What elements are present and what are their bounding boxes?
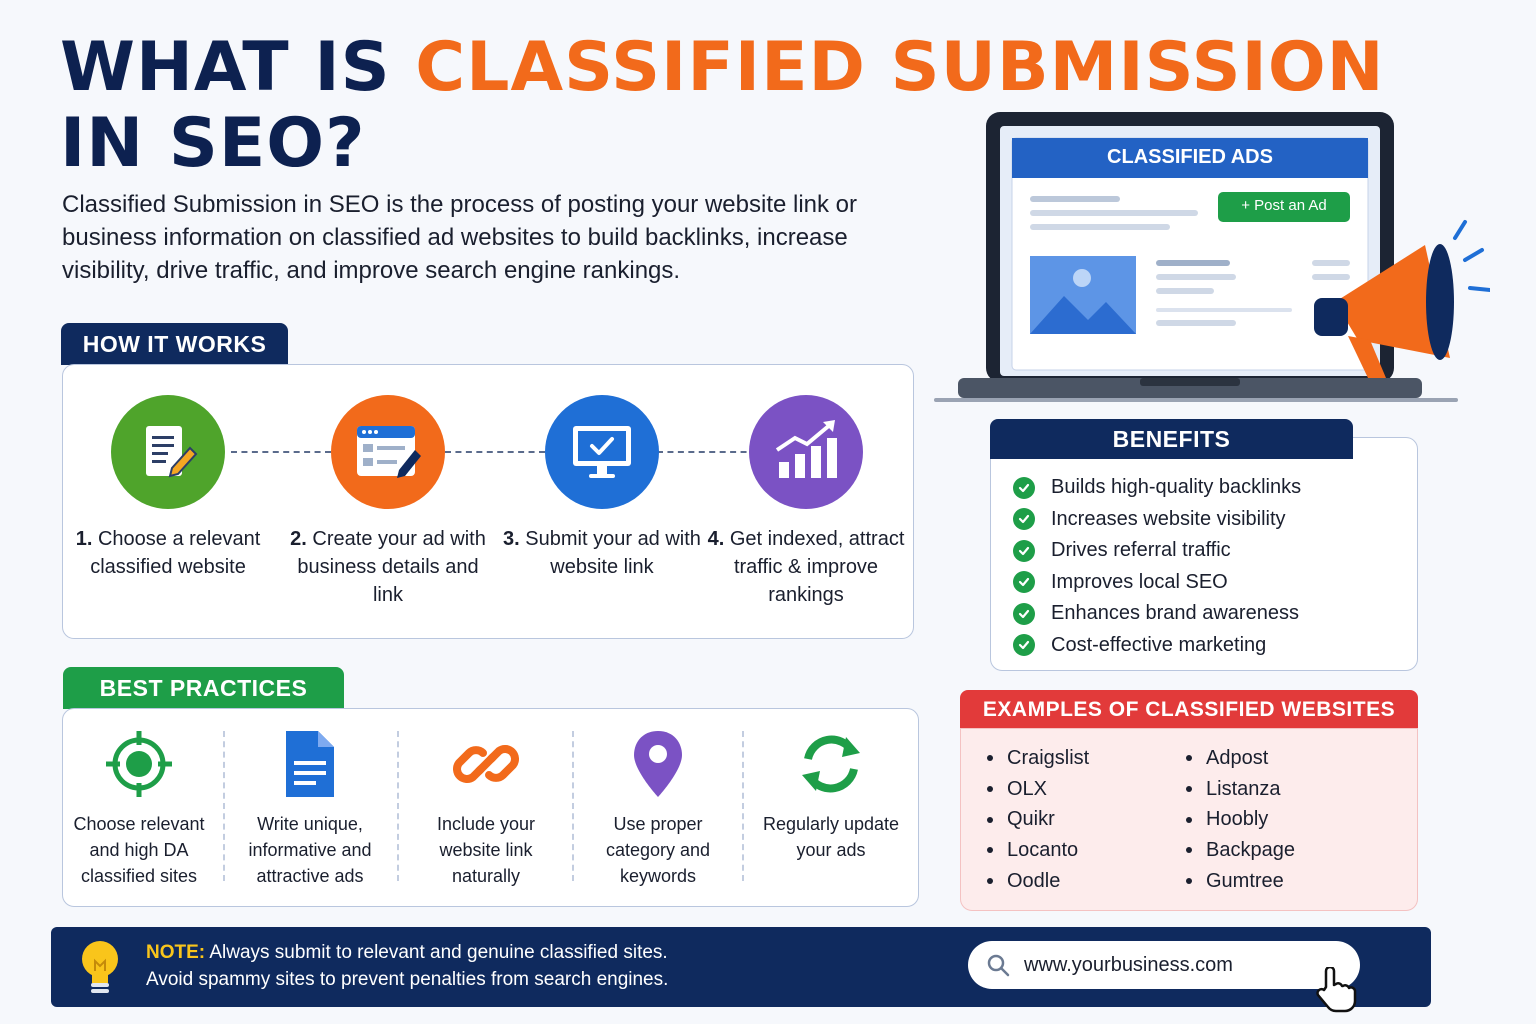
benefit-item: Improves local SEO	[1013, 567, 1417, 599]
example-site: Listanza	[1186, 774, 1295, 805]
check-icon	[1013, 571, 1035, 594]
benefit-text: Improves local SEO	[1051, 570, 1228, 593]
benefit-item: Builds high-quality backlinks	[1013, 472, 1417, 504]
step-text: Submit your ad with website link	[525, 528, 701, 578]
document-icon	[230, 729, 390, 799]
benefit-text: Increases website visibility	[1051, 507, 1286, 530]
example-site: Craigslist	[987, 743, 1089, 774]
example-site: Backpage	[1186, 835, 1295, 866]
step-number: 1.	[75, 528, 93, 550]
check-icon	[1013, 634, 1035, 657]
note-bar: NOTE: Always submit to relevant and genu…	[51, 927, 1431, 1013]
pointer-hand-icon	[1314, 965, 1358, 1019]
step-text: Create your ad with business details and…	[297, 528, 486, 606]
example-site: Oodle	[987, 866, 1089, 897]
example-site: Adpost	[1186, 743, 1295, 774]
title-line2: IN SEO?	[60, 104, 366, 183]
growth-chart-icon	[749, 395, 863, 509]
practice-2: Write unique, informative and attractive…	[230, 729, 390, 889]
best-practices-panel: Choose relevant and high DA classified s…	[62, 708, 919, 907]
link-icon	[406, 729, 566, 799]
step-number: 2.	[290, 528, 307, 550]
example-site: Locanto	[987, 835, 1089, 866]
example-site: Gumtree	[1186, 866, 1295, 897]
note-text: NOTE: Always submit to relevant and genu…	[146, 939, 668, 993]
example-site: Quikr	[987, 804, 1089, 835]
practice-text: Include your website link naturally	[436, 814, 536, 886]
practice-1: Choose relevant and high DA classified s…	[59, 729, 219, 889]
lightbulb-icon	[75, 937, 125, 1004]
step-4: 4. Get indexed, attract traffic & improv…	[706, 395, 906, 609]
check-icon	[1013, 508, 1035, 531]
practice-5: Regularly update your ads	[751, 729, 911, 863]
note-line2: Avoid spammy sites to prevent penalties …	[146, 969, 669, 990]
document-pen-icon	[111, 395, 225, 509]
example-site: OLX	[987, 774, 1089, 805]
step-text: Choose a relevant classified website	[90, 528, 261, 578]
intro-text: Classified Submission in SEO is the proc…	[62, 191, 858, 284]
title-accent: CLASSIFIED SUBMISSION	[415, 28, 1385, 107]
benefit-text: Cost-effective marketing	[1051, 633, 1267, 656]
benefit-item: Increases website visibility	[1013, 504, 1417, 536]
browser-form-icon	[331, 395, 445, 509]
step-3: 3. Submit your ad with website link	[502, 395, 702, 581]
benefit-item: Cost-effective marketing	[1013, 630, 1417, 662]
step-number: 3.	[503, 528, 520, 550]
practice-text: Regularly update your ads	[762, 814, 900, 860]
laptop-illustration: CLASSIFIED ADS + Post an Ad	[930, 110, 1492, 415]
step-1: 1. Choose a relevant classified website	[68, 395, 268, 581]
step-text: Get indexed, attract traffic & improve r…	[729, 528, 905, 606]
benefit-text: Drives referral traffic	[1051, 539, 1231, 562]
page-title: WHAT IS CLASSIFIED SUBMISSION IN SEO?	[60, 30, 1385, 182]
title-plain: WHAT IS	[60, 28, 416, 107]
examples-heading: EXAMPLES OF CLASSIFIED WEBSITES	[960, 690, 1418, 730]
benefit-item: Drives referral traffic	[1013, 535, 1417, 567]
note-line1: Always submit to relevant and genuine cl…	[209, 942, 668, 963]
practice-3: Include your website link naturally	[406, 729, 566, 889]
monitor-check-icon	[545, 395, 659, 509]
location-pin-icon	[578, 729, 738, 799]
check-icon	[1013, 476, 1035, 499]
how-it-works-heading: HOW IT WORKS	[61, 323, 288, 365]
practice-text: Choose relevant and high DA classified s…	[73, 814, 205, 886]
check-icon	[1013, 602, 1035, 625]
laptop-header: CLASSIFIED ADS	[1107, 146, 1273, 168]
search-icon	[986, 953, 1010, 983]
step-2: 2. Create your ad with business details …	[288, 395, 488, 609]
benefit-item: Enhances brand awareness	[1013, 598, 1417, 630]
megaphone-icon	[1314, 220, 1492, 378]
note-label: NOTE:	[146, 942, 206, 963]
benefit-text: Enhances brand awareness	[1051, 602, 1299, 625]
step-number: 4.	[707, 528, 725, 550]
target-icon	[59, 729, 219, 799]
url-search-bar[interactable]: www.yourbusiness.com	[968, 941, 1360, 1013]
benefits-heading: BENEFITS	[990, 419, 1353, 459]
url-text: www.yourbusiness.com	[1024, 953, 1233, 976]
check-icon	[1013, 539, 1035, 562]
post-ad-button[interactable]: + Post an Ad	[1241, 197, 1327, 214]
practice-text: Use proper category and keywords	[605, 814, 711, 886]
best-practices-heading: BEST PRACTICES	[63, 667, 344, 709]
how-it-works-panel: 1. Choose a relevant classified website …	[62, 364, 914, 639]
example-site: Hoobly	[1186, 804, 1295, 835]
refresh-icon	[751, 729, 911, 799]
practice-text: Write unique, informative and attractive…	[248, 814, 372, 886]
benefit-text: Builds high-quality backlinks	[1051, 476, 1302, 499]
practice-4: Use proper category and keywords	[578, 729, 738, 889]
